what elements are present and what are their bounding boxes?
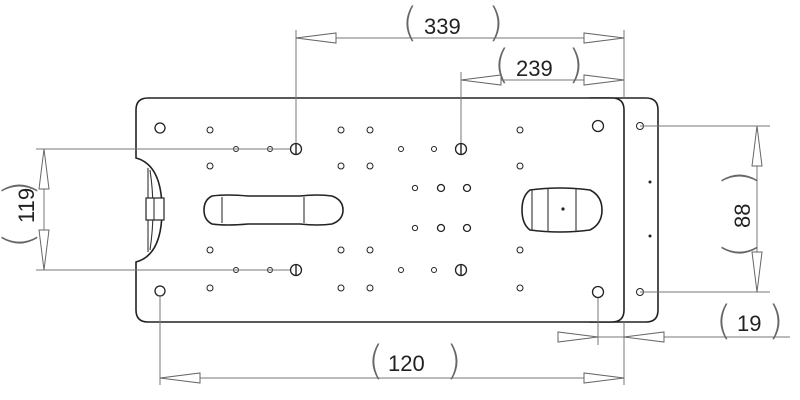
svg-text:(: (: [0, 232, 42, 248]
dimension-339: ( 120 ): [159, 296, 625, 385]
dimension-19: ( 19 ): [557, 298, 790, 345]
mounting-holes: [154, 119, 652, 299]
left-handle: [203, 194, 344, 226]
dimension-119: ( 239 ): [460, 42, 625, 143]
svg-text:): ): [446, 338, 462, 384]
dimension-120: ( 88 ): [640, 125, 770, 293]
svg-text:(: (: [716, 242, 762, 258]
dimension-label-339: 120: [388, 351, 425, 376]
svg-text:): ): [488, 0, 504, 46]
dimension-label-239: 339: [424, 14, 461, 39]
mounting-plate: [135, 97, 659, 323]
svg-text:(: (: [402, 0, 418, 46]
dimension-label-120: 88: [730, 204, 755, 228]
dimension-label-88: 119: [14, 188, 39, 223]
svg-text:): ): [0, 180, 42, 196]
svg-text:(: (: [716, 298, 732, 344]
svg-text:): ): [716, 170, 762, 186]
dimension-label-119: 239: [516, 56, 553, 81]
dimension-label-19: 19: [737, 311, 761, 336]
svg-text:): ): [568, 42, 584, 88]
right-handle: [521, 187, 603, 233]
svg-text:): ): [768, 298, 784, 344]
svg-text:(: (: [494, 42, 510, 88]
svg-text:(: (: [368, 338, 384, 384]
dimension-88: ( 119 ): [0, 148, 290, 271]
slotted-screws: [289, 142, 468, 277]
dimension-239: ( 339 ): [295, 0, 625, 143]
